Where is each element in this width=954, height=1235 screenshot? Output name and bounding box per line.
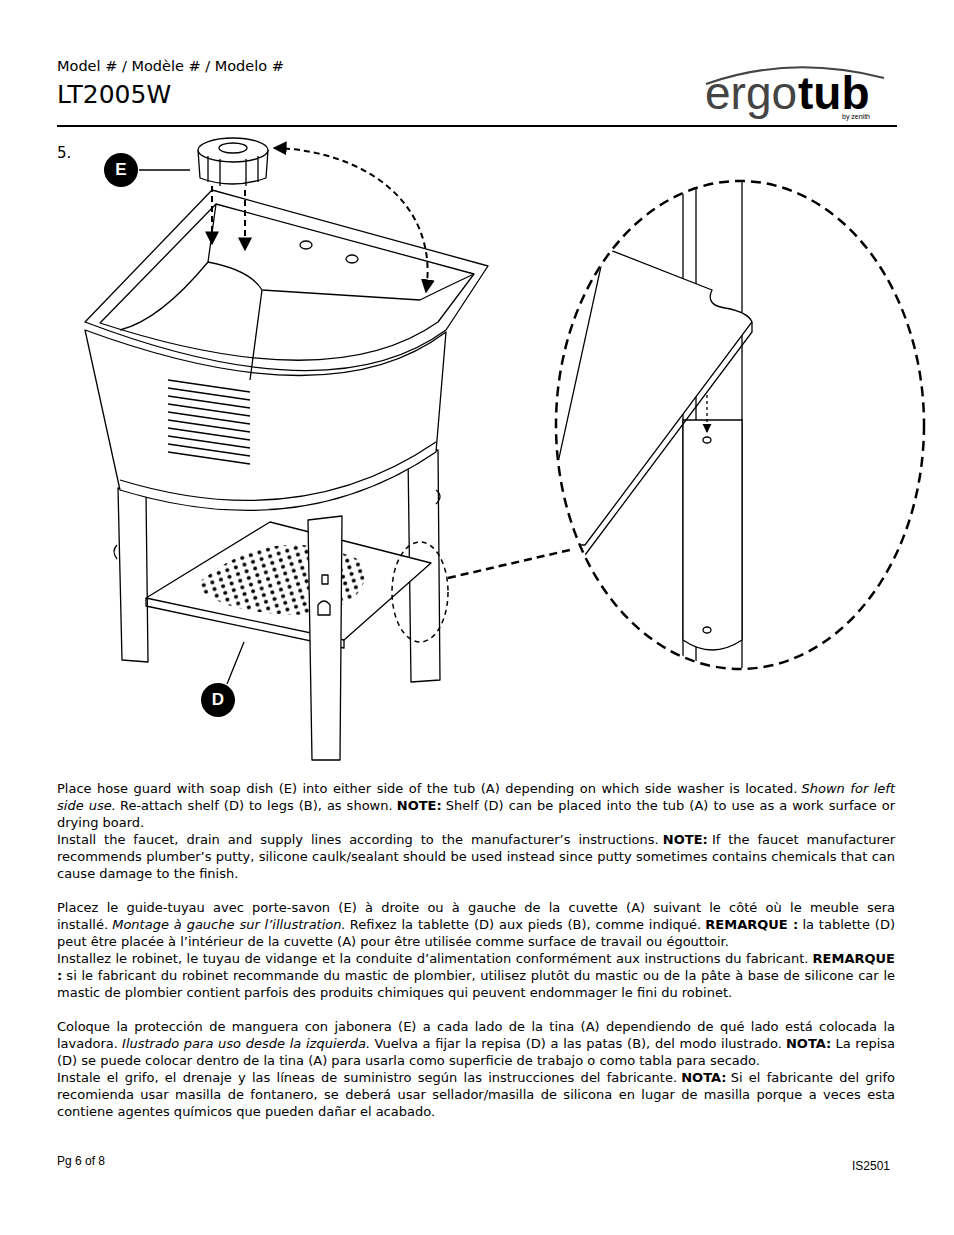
language-block: Placez le guide-tuyau avec porte-savon (… [57, 899, 895, 1001]
callout-letter: E [115, 160, 126, 180]
shelf [146, 522, 431, 640]
logo-word: tub [798, 70, 870, 116]
instruction-text: Place hose guard with soap dish (E) into… [57, 780, 895, 1137]
language-block: Coloque la protección de manguera con ja… [57, 1018, 895, 1120]
body-text: Instale el grifo, el drenaje y las línea… [57, 1070, 677, 1085]
note-label: REMARQUE : [705, 917, 798, 932]
language-block: Place hose guard with soap dish (E) into… [57, 780, 895, 882]
page-number: Pg 6 of 8 [57, 1155, 105, 1167]
tub-basin [250, 290, 262, 380]
paragraph: Coloque la protección de manguera con ja… [57, 1018, 895, 1069]
body-text: Install the faucet, drain and supply lin… [57, 832, 659, 847]
leg [308, 516, 342, 760]
logo-word: ergo [705, 70, 797, 116]
leg-socket [683, 420, 742, 650]
shelf-edge-detail [585, 322, 752, 555]
inset-outline [556, 181, 924, 669]
model-label: Model # / Modèle # / Modelo # [57, 59, 284, 74]
leg-hook [318, 601, 330, 615]
paragraph: Install the faucet, drain and supply lin… [57, 831, 895, 882]
callout-circle: D [201, 683, 235, 717]
tub-basin [208, 204, 474, 300]
body-text: Place hose guard with soap dish (E) into… [57, 781, 797, 796]
callout-letter: D [212, 690, 224, 710]
step-number: 5. [57, 146, 71, 161]
paragraph: Instale el grifo, el drenaje y las línea… [57, 1069, 895, 1120]
vent-slots [168, 380, 250, 464]
peg-hole [703, 627, 711, 633]
detail-inset [540, 150, 752, 700]
faucet-hole [300, 241, 312, 249]
arrow [244, 190, 246, 250]
note-label: NOTE: [397, 798, 442, 813]
shelf-detail [540, 248, 752, 545]
note-label: NOTA: [786, 1036, 831, 1051]
soap-dish [219, 143, 247, 153]
peg-hole [703, 437, 711, 443]
arrow [274, 148, 428, 292]
peg-arrow [706, 395, 707, 432]
faucet-hole [346, 255, 358, 263]
paragraph: Place hose guard with soap dish (E) into… [57, 780, 895, 831]
logo-tagline: by zenith [842, 113, 870, 120]
detail-leader [448, 549, 574, 578]
tub-basin [120, 262, 208, 330]
placement-arrows [212, 148, 428, 292]
body-text: Montage à gauche sur l’illustration. [112, 917, 345, 932]
body-text: Ilustrado para uso desde la izquierda. [122, 1036, 370, 1051]
leader-line [139, 169, 190, 170]
leg [118, 488, 148, 662]
model-number: LT2005W [57, 82, 171, 107]
leg-hook [114, 545, 117, 559]
tub-drawing [85, 138, 488, 760]
detail-marker [392, 542, 448, 642]
hose-guard-ribs [208, 156, 258, 186]
leg-hook [436, 490, 440, 504]
leg-detail [683, 150, 742, 700]
note-label: NOTE: [663, 832, 708, 847]
body-text: Refixez la tablette (D) aux pieds (B), c… [350, 917, 701, 932]
leg-slot [322, 575, 328, 584]
note-label: NOTA: [681, 1070, 726, 1085]
document-code: IS2501 [852, 1160, 890, 1172]
header-rule [57, 125, 897, 127]
tub-rim [85, 190, 488, 371]
body-text: Re-attach shelf (D) to legs (B), as show… [120, 798, 393, 813]
arrow [211, 186, 213, 244]
paragraph: Placez le guide-tuyau avec porte-savon (… [57, 899, 895, 950]
paragraph: Installez le robinet, le tuyau de vidang… [57, 950, 895, 1001]
leader-line [227, 642, 244, 684]
callout-circle: E [104, 153, 138, 187]
body-text: Installez le robinet, le tuyau de vidang… [57, 951, 808, 966]
body-text: Vuelva a fijar la repisa (D) a las patas… [374, 1036, 781, 1051]
tub-band [120, 442, 436, 500]
body-text: si le fabricant du robinet recommande du… [57, 968, 895, 1000]
